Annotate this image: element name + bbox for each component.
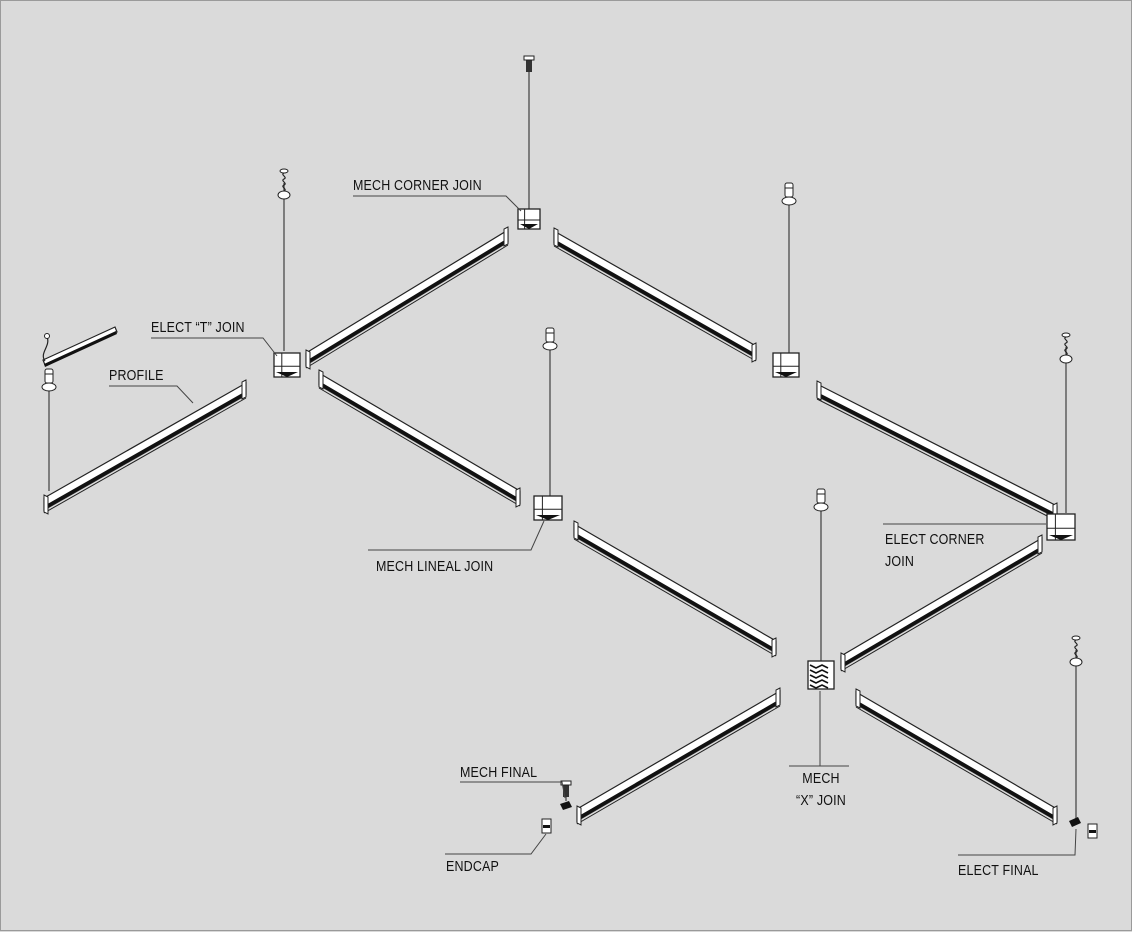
leader-line-4: [368, 520, 545, 551]
label-mech-final: MECH FINAL: [460, 765, 538, 781]
elect-t-join: [273, 352, 301, 378]
suspension-cable-2: [277, 168, 291, 351]
elect-final-part: [1069, 817, 1098, 839]
elect-corner-join: [1046, 513, 1076, 541]
leader-line-10: [958, 828, 1077, 856]
suspension-cable-5: [813, 488, 829, 661]
leader-line-3: [109, 385, 194, 404]
label-elect-corner-join-line2: JOIN: [885, 554, 915, 570]
suspension-cable-7: [560, 780, 572, 801]
joins-group: [273, 208, 1098, 839]
label-mech-x-join-line1: MECH: [802, 771, 840, 787]
mech-lineal-join: [533, 495, 563, 521]
leader-line-9: [445, 833, 547, 855]
mech-final: [560, 801, 572, 810]
leader-lines-group: [109, 195, 1077, 856]
suspension-cable-3: [781, 182, 797, 355]
profile-bar-3: [553, 227, 757, 363]
profile-bar-1: [43, 379, 247, 515]
label-endcap: ENDCAP: [446, 859, 500, 875]
profile-bar-5: [816, 380, 1058, 523]
profile-piece-small: [42, 326, 118, 367]
profile-bar-8: [576, 687, 781, 826]
suspension-cable-4: [542, 327, 558, 498]
profile-bar-7: [840, 534, 1043, 673]
profile-bar-2: [305, 226, 509, 370]
mech-lineal-join-top: [772, 352, 800, 378]
suspension-cables-group: [41, 55, 1083, 819]
suspension-cable-8: [1069, 635, 1083, 819]
label-profile: PROFILE: [109, 368, 164, 384]
mech-corner-join: [517, 208, 541, 230]
profile-bar-4: [318, 369, 521, 508]
leader-line-6: [460, 781, 566, 799]
label-elect-final: ELECT FINAL: [958, 863, 1039, 879]
profile-bar-9: [855, 688, 1058, 826]
suspension-cable-9: [41, 368, 57, 491]
mech-x-join: [807, 660, 835, 690]
label-elect-corner-join-line1: ELECT CORNER: [885, 532, 985, 548]
profile-bar-6: [573, 520, 777, 658]
label-mech-lineal-join: MECH LINEAL JOIN: [376, 559, 494, 575]
suspension-cable-6: [1059, 332, 1073, 513]
leader-line-1: [353, 195, 522, 212]
label-mech-x-join-line2: “X” JOIN: [796, 793, 846, 809]
label-mech-corner-join: MECH CORNER JOIN: [353, 178, 482, 194]
label-elect-t-join: ELECT “T” JOIN: [151, 320, 245, 336]
leader-line-2: [151, 337, 278, 357]
profiles-group: [42, 226, 1058, 826]
endcap-part: [541, 818, 552, 834]
suspension-cable-1: [523, 55, 535, 213]
